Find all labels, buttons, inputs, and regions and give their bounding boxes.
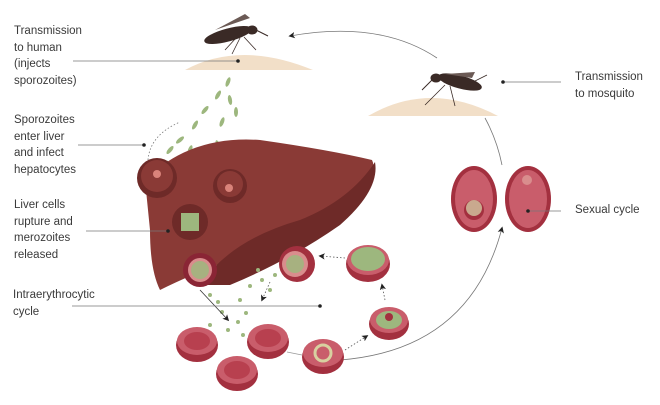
arrow-schizont-to-rupture — [318, 253, 346, 260]
rupturing-liver-cell — [183, 253, 217, 287]
connector-rbc — [286, 351, 303, 356]
label-transmission-to-human: Transmission to human (injects sporozoit… — [14, 25, 82, 87]
arrow-ring-to-trophozoite — [344, 335, 369, 351]
dotted-arrow-liver — [147, 121, 181, 161]
red-blood-cells — [176, 245, 409, 391]
cycle-arrow-right — [484, 117, 503, 166]
label-intraerythrocytic-cycle: Intraerythrocytic cycle — [13, 289, 95, 318]
liver — [137, 139, 376, 290]
rupturing-red-blood-cell — [279, 246, 315, 282]
mosquito-icon — [204, 14, 269, 55]
label-sexual-cycle: Sexual cycle — [575, 204, 640, 216]
cycle-arrow-bottom — [339, 226, 504, 361]
cycle-arrow-top — [288, 30, 438, 59]
label-transmission-to-mosquito: Transmission to mosquito — [575, 71, 643, 100]
gametocytes — [451, 166, 551, 232]
leader-lines — [72, 59, 561, 308]
skin-human — [185, 55, 313, 70]
label-sporozoites-enter-liver: Sporozoites enter liver and infect hepat… — [14, 114, 77, 176]
arrow-merozoite-release — [199, 289, 230, 322]
skin-mosquito-feeding — [368, 98, 498, 116]
mosquito-icon — [421, 72, 488, 107]
label-liver-cells-rupture: Liver cells rupture and merozoites relea… — [14, 199, 73, 261]
arrow-trophozoite-to-schizont — [379, 283, 387, 301]
